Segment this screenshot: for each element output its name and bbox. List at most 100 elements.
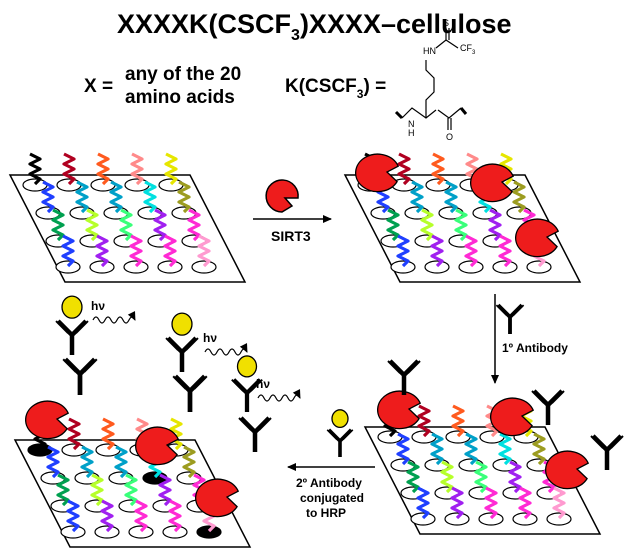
peptide-spot xyxy=(425,178,451,192)
peptide-spot xyxy=(411,430,437,444)
peptide-strand xyxy=(450,486,464,520)
peptide-strand xyxy=(464,432,478,466)
peptide-strand xyxy=(164,152,178,186)
peptide-strand xyxy=(420,208,434,242)
antibody-icon xyxy=(62,357,98,395)
peptide-strand xyxy=(163,234,177,268)
peptide-spot xyxy=(27,443,53,457)
peptide-spot xyxy=(410,512,436,526)
peptide-spot xyxy=(478,512,504,526)
hrp-enzyme xyxy=(171,312,193,336)
peptide-spot xyxy=(424,260,450,274)
cellulose-membrane xyxy=(13,439,252,548)
hrp-antibody-icon xyxy=(231,355,263,412)
peptide-strand xyxy=(451,404,465,438)
antibody-icon xyxy=(238,416,272,452)
peptide-spot xyxy=(458,260,484,274)
peptide-strand xyxy=(187,208,201,242)
sirt3-enzyme-icon xyxy=(195,478,240,518)
peptide-strand xyxy=(130,152,144,186)
peptide-strand xyxy=(182,445,196,479)
peptide-strand xyxy=(95,234,109,268)
peptide-spot xyxy=(377,430,403,444)
x-definition-line2: amino acids xyxy=(125,87,235,108)
peptide-spot xyxy=(526,260,552,274)
secondary-antibody-line1: 2º Antibody xyxy=(296,476,362,490)
light-emission-icon: hν xyxy=(91,299,136,324)
peptide-spot xyxy=(512,512,538,526)
peptide-strand xyxy=(61,234,75,268)
peptide-strand xyxy=(552,486,566,520)
peptide-spot xyxy=(55,260,81,274)
peptide-strand xyxy=(518,486,532,520)
antibody-icon xyxy=(387,359,421,395)
plate-secondary-antibody xyxy=(13,400,252,548)
peptide-spot xyxy=(191,260,217,274)
primary-antibody-step: 1º Antibody xyxy=(491,294,568,384)
diagram-title: XXXXK(CSCF3)XXXX–cellulose xyxy=(117,9,512,44)
peptide-strand xyxy=(85,208,99,242)
peptide-strand xyxy=(134,499,148,533)
plate-unmodified xyxy=(8,152,247,283)
sirt3-enzyme-icon xyxy=(265,179,299,213)
antibody-icon xyxy=(590,434,624,470)
peptide-spot xyxy=(56,178,82,192)
peptide-strand xyxy=(28,152,42,186)
peptide-spot xyxy=(445,430,471,444)
peptide-strand xyxy=(431,152,445,186)
hrp-enzyme xyxy=(331,409,349,429)
peptide-strand xyxy=(430,234,444,268)
antibody-icon xyxy=(172,374,208,412)
peptide-spot xyxy=(157,260,183,274)
peptide-strand xyxy=(484,486,498,520)
peptide-strand xyxy=(168,499,182,533)
peptide-spot xyxy=(22,178,48,192)
peptide-spot xyxy=(89,260,115,274)
hrp-enzyme xyxy=(236,355,258,378)
peptide-strand xyxy=(396,432,410,466)
secondary-antibody-step: 2º Antibody conjugated to HRP xyxy=(287,409,375,520)
sirt3-enzyme-icon xyxy=(355,153,400,193)
sirt3-enzyme-icon xyxy=(25,400,70,440)
peptide-strand xyxy=(143,180,157,214)
k-definition-label: K(CSCF3) = xyxy=(285,76,386,101)
peptide-strand xyxy=(153,208,167,242)
peptide-spot xyxy=(90,178,116,192)
peptide-strand xyxy=(66,499,80,533)
antibody-icon xyxy=(495,303,525,334)
hv-label: hν xyxy=(256,377,270,391)
sirt3-label: SIRT3 xyxy=(271,228,311,244)
light-emission-icon: hν xyxy=(203,331,248,356)
peptide-spot xyxy=(196,525,222,539)
peptide-strand xyxy=(109,180,123,214)
peptide-strand xyxy=(410,180,424,214)
hrp-antibody-icon xyxy=(55,295,89,355)
peptide-spot xyxy=(123,260,149,274)
x-definition-line1: any of the 20 xyxy=(125,64,241,85)
cellulose-membrane xyxy=(343,174,582,283)
peptide-strand xyxy=(416,486,430,520)
peptide-spot xyxy=(158,178,184,192)
peptide-strand xyxy=(396,234,410,268)
peptide-strand xyxy=(129,234,143,268)
peptide-spot xyxy=(162,525,188,539)
sirt3-enzyme-icon xyxy=(135,426,180,466)
plate-primary-antibody xyxy=(363,390,602,535)
peptide-strand xyxy=(406,460,420,494)
peptide-strand xyxy=(444,180,458,214)
peptide-spot xyxy=(390,260,416,274)
peptide-strand xyxy=(430,432,444,466)
peptide-strand xyxy=(96,152,110,186)
peptide-strand xyxy=(499,152,513,186)
hrp-antibody-icon xyxy=(326,409,354,457)
hrp-antibody-icon xyxy=(326,409,354,457)
peptide-strand xyxy=(417,404,431,438)
peptide-spot xyxy=(95,443,121,457)
peptide-strand xyxy=(51,208,65,242)
peptide-strand xyxy=(512,180,526,214)
peptide-strand xyxy=(114,445,128,479)
hrp-antibody-icon xyxy=(165,312,199,372)
antibody-icon xyxy=(495,303,525,334)
secondary-antibody-line2: conjugated xyxy=(300,491,364,505)
